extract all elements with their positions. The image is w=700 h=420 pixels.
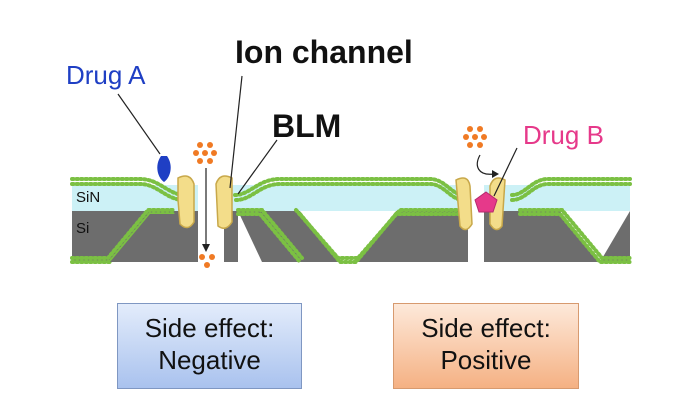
drug-a-shape (157, 156, 171, 182)
drug-a-label: Drug A (66, 60, 146, 90)
negative-box-line1: Side effect: (144, 313, 275, 343)
opening-2 (560, 211, 630, 262)
side-effect-positive-box: Side effect: Positive (393, 303, 579, 389)
lipid-bilayer (70, 177, 632, 264)
opening-0 (238, 211, 262, 262)
si-label: Si (76, 220, 90, 237)
positive-box-line1: Side effect: (421, 313, 551, 343)
blm-label: BLM (272, 108, 342, 144)
drug-b-shape (474, 191, 498, 213)
leader-lines (117, 75, 518, 197)
si-left-slope (110, 214, 175, 262)
sin-label: SiN (76, 189, 101, 206)
ion-channel-label: Ion channel (235, 34, 413, 70)
opening-1 (300, 211, 396, 262)
side-effect-negative-box: Side effect: Negative (117, 303, 302, 389)
ion-channel-left (177, 175, 233, 229)
drug-b-label: Drug B (523, 120, 604, 150)
ion-blocked-arrow (476, 154, 495, 175)
ion-blocked-arrowhead (492, 170, 499, 178)
ion-flow-arrowhead (202, 244, 210, 252)
negative-box-line2: Negative (158, 345, 261, 375)
ion-channel-right (455, 177, 506, 231)
ion-cluster-bottom-left (199, 254, 215, 268)
ion-cluster-top-left (193, 142, 217, 164)
ion-cluster-top-right (463, 126, 487, 148)
positive-box-line2: Positive (440, 345, 532, 375)
